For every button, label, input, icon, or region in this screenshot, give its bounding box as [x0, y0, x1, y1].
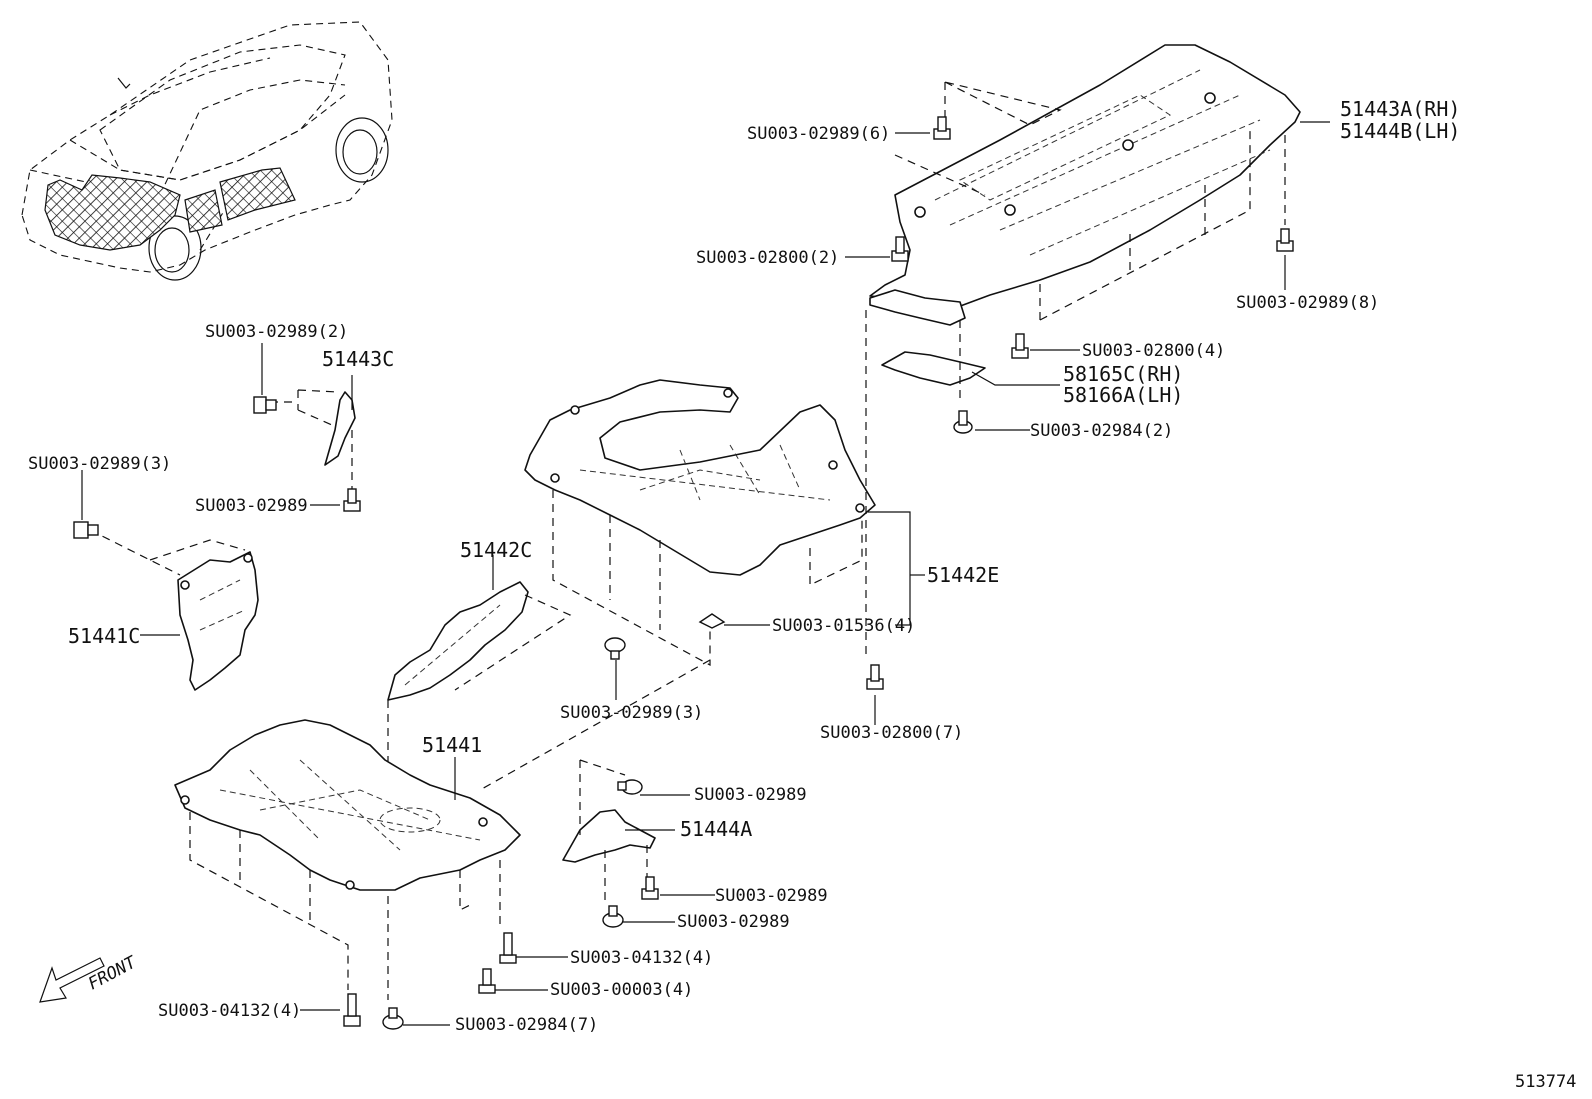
label-fastener-02989-b: SU003-02989: [694, 785, 807, 805]
label-fastener-02800-4: SU003-02800(4): [1082, 341, 1225, 361]
label-51441: 51441: [422, 733, 482, 757]
label-fastener-00003-4: SU003-00003(4): [550, 980, 693, 1000]
label-51444B: 51444B(LH): [1340, 119, 1460, 143]
label-fastener-02984-7: SU003-02984(7): [455, 1015, 598, 1035]
label-fastener-02989-3-left: SU003-02989(3): [28, 454, 171, 474]
vehicle-overview-illustration: [21, 21, 393, 281]
part-51443A-panel: [869, 44, 1301, 311]
label-fastener-02984-2: SU003-02984(2): [1030, 421, 1173, 441]
label-51442C: 51442C: [460, 538, 532, 562]
part-51442C-bracket: [387, 581, 529, 701]
part-51441-panel: [174, 719, 521, 891]
label-fastener-02989-c: SU003-02989: [715, 886, 828, 906]
label-51441C: 51441C: [68, 624, 140, 648]
label-58165C: 58165C(RH): [1063, 362, 1183, 386]
label-58166A: 58166A(LH): [1063, 383, 1183, 407]
label-51443C: 51443C: [322, 347, 394, 371]
label-fastener-02989-8: SU003-02989(8): [1236, 293, 1379, 313]
label-fastener-04132-4-left: SU003-04132(4): [158, 1001, 301, 1021]
part-51443C-bracket: [324, 391, 356, 466]
label-fastener-02800-7: SU003-02800(7): [820, 723, 963, 743]
part-58165C-bracket: [869, 289, 986, 386]
label-fastener-01536-4: SU003-01536(4): [772, 616, 915, 636]
front-label: FRONT: [85, 952, 141, 995]
label-51443A: 51443A(RH): [1340, 97, 1460, 121]
label-fastener-02989-d: SU003-02989: [677, 912, 790, 932]
label-fastener-02800-2: SU003-02800(2): [696, 248, 839, 268]
part-51442E-panel: [524, 379, 876, 576]
label-fastener-02989-3-center: SU003-02989(3): [560, 703, 703, 723]
label-fastener-02989-2: SU003-02989(2): [205, 322, 348, 342]
fastener-icons: [73, 116, 1294, 1030]
part-51441C-panel: [177, 551, 259, 691]
figure-number: 513774: [1515, 1072, 1576, 1092]
front-direction-indicator: FRONT: [39, 952, 141, 1003]
label-fastener-02989-6: SU003-02989(6): [747, 124, 890, 144]
leader-lines: [81, 121, 1330, 1026]
label-fastener-02989-a: SU003-02989: [195, 496, 308, 516]
label-fastener-04132-4-right: SU003-04132(4): [570, 948, 713, 968]
label-51444A: 51444A: [680, 817, 752, 841]
label-51442E: 51442E: [927, 563, 999, 587]
part-51444A-bracket: [562, 809, 656, 863]
